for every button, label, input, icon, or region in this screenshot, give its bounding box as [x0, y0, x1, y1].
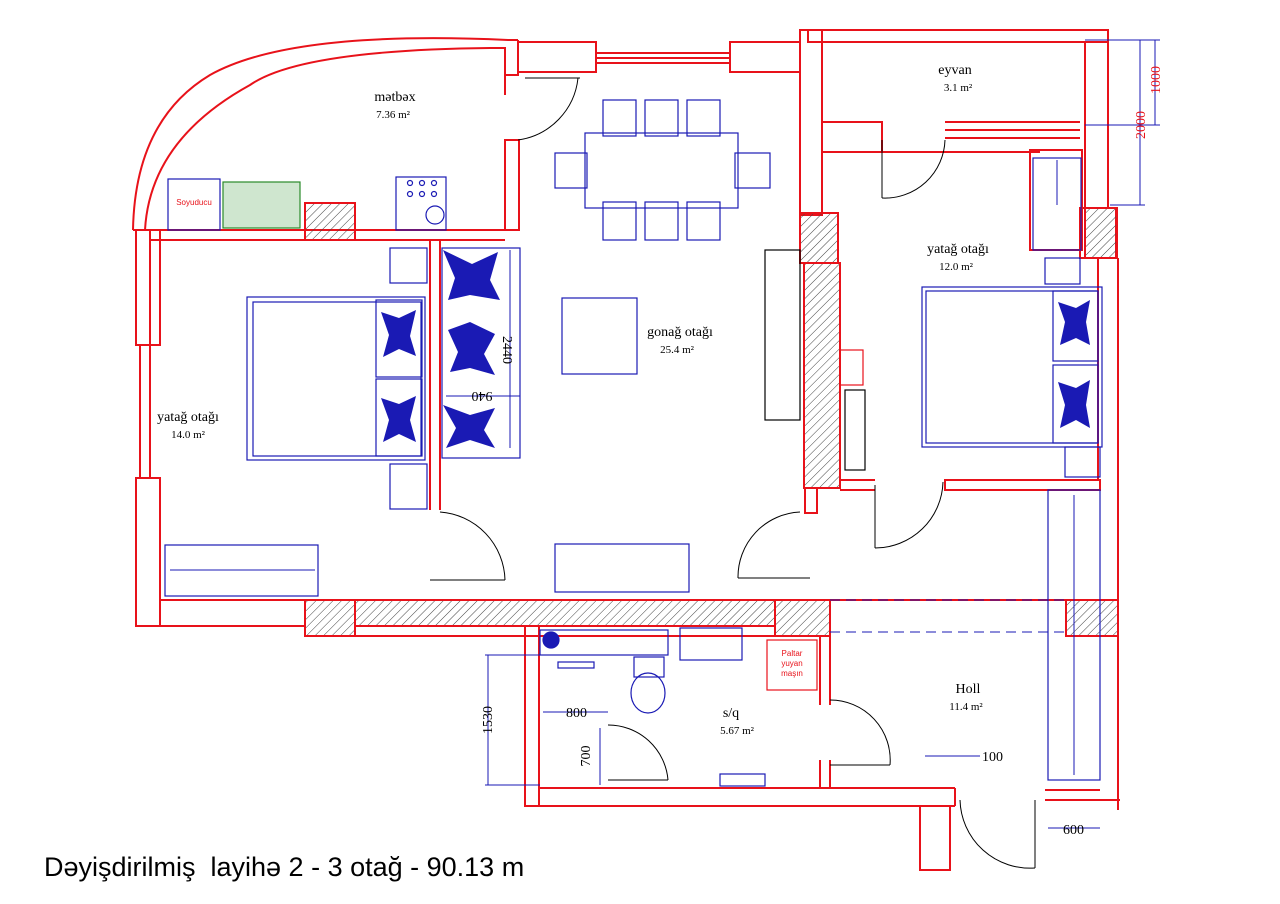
cushions: [381, 250, 1090, 448]
furniture: [164, 99, 1103, 787]
doors: [430, 77, 1036, 869]
dim-2440: 2440: [499, 336, 514, 364]
bed-right: [921, 286, 1103, 448]
dim-100: 100: [982, 750, 1003, 765]
coffee-table: [561, 297, 638, 375]
washing-machine: [766, 639, 818, 691]
fixture-labels: Soyuducu Paltar yuyan maşın: [176, 198, 803, 678]
tv-stand: [554, 543, 690, 593]
wardrobe-left: [164, 544, 319, 597]
area-bedroom-right: 12.0 m²: [939, 261, 974, 273]
dim-940: 940: [472, 388, 493, 403]
plan-title: Dəyişdirilmiş layihə 2 - 3 otağ - 90.13 …: [44, 852, 525, 882]
dim-700: 700: [579, 746, 594, 767]
fridge-label: Soyuducu: [176, 198, 212, 207]
label-bedroom-right: yatağ otağı: [927, 242, 989, 257]
dim-800: 800: [566, 706, 587, 721]
fridge-box: [167, 178, 221, 231]
dim-600: 600: [1063, 823, 1084, 838]
area-balcony: 3.1 m²: [944, 82, 973, 94]
dim-1000: 1000: [1149, 66, 1164, 94]
area-kitchen: 7.36 m²: [376, 109, 411, 121]
dim-2000: 2000: [1134, 111, 1149, 139]
dining-table: [584, 132, 739, 209]
dimensions: [446, 39, 1160, 829]
washer-label-3: maşın: [781, 669, 803, 678]
bed-left: [246, 296, 426, 461]
dim-1530: 1530: [481, 706, 496, 734]
label-bathroom: s/q: [723, 706, 739, 721]
wardrobe-hall: [1047, 489, 1101, 781]
area-bedroom-left: 14.0 m²: [171, 429, 206, 441]
area-hall: 11.4 m²: [949, 701, 983, 713]
wardrobe-hangers: [170, 160, 1075, 775]
washer-label-1: Paltar: [782, 649, 803, 658]
label-bedroom-left: yatağ otağı: [157, 410, 219, 425]
walls: [132, 29, 1120, 871]
label-living: gonağ otağı: [647, 325, 713, 340]
bath-sink: [679, 627, 743, 661]
opening-lines: [830, 599, 1066, 633]
area-bathroom: 5.67 m²: [720, 725, 755, 737]
room-labels: mətbəx 7.36 m² eyvan 3.1 m² yatağ otağı …: [157, 63, 989, 737]
toilet: [630, 672, 666, 714]
area-living: 25.4 m²: [660, 344, 695, 356]
bathtub: [539, 629, 669, 656]
sofa: [441, 247, 521, 459]
label-hall: Holl: [956, 682, 981, 697]
sink-unit: [222, 181, 301, 229]
label-kitchen: mətbəx: [374, 90, 415, 105]
wardrobe-balcony: [1032, 157, 1082, 251]
washer-label-2: yuyan: [781, 659, 802, 668]
columns: [304, 202, 1119, 637]
label-balcony: eyvan: [938, 63, 971, 78]
dimension-labels: 1000 2000 2440 940 1530 800 700 100 600: [472, 66, 1165, 838]
